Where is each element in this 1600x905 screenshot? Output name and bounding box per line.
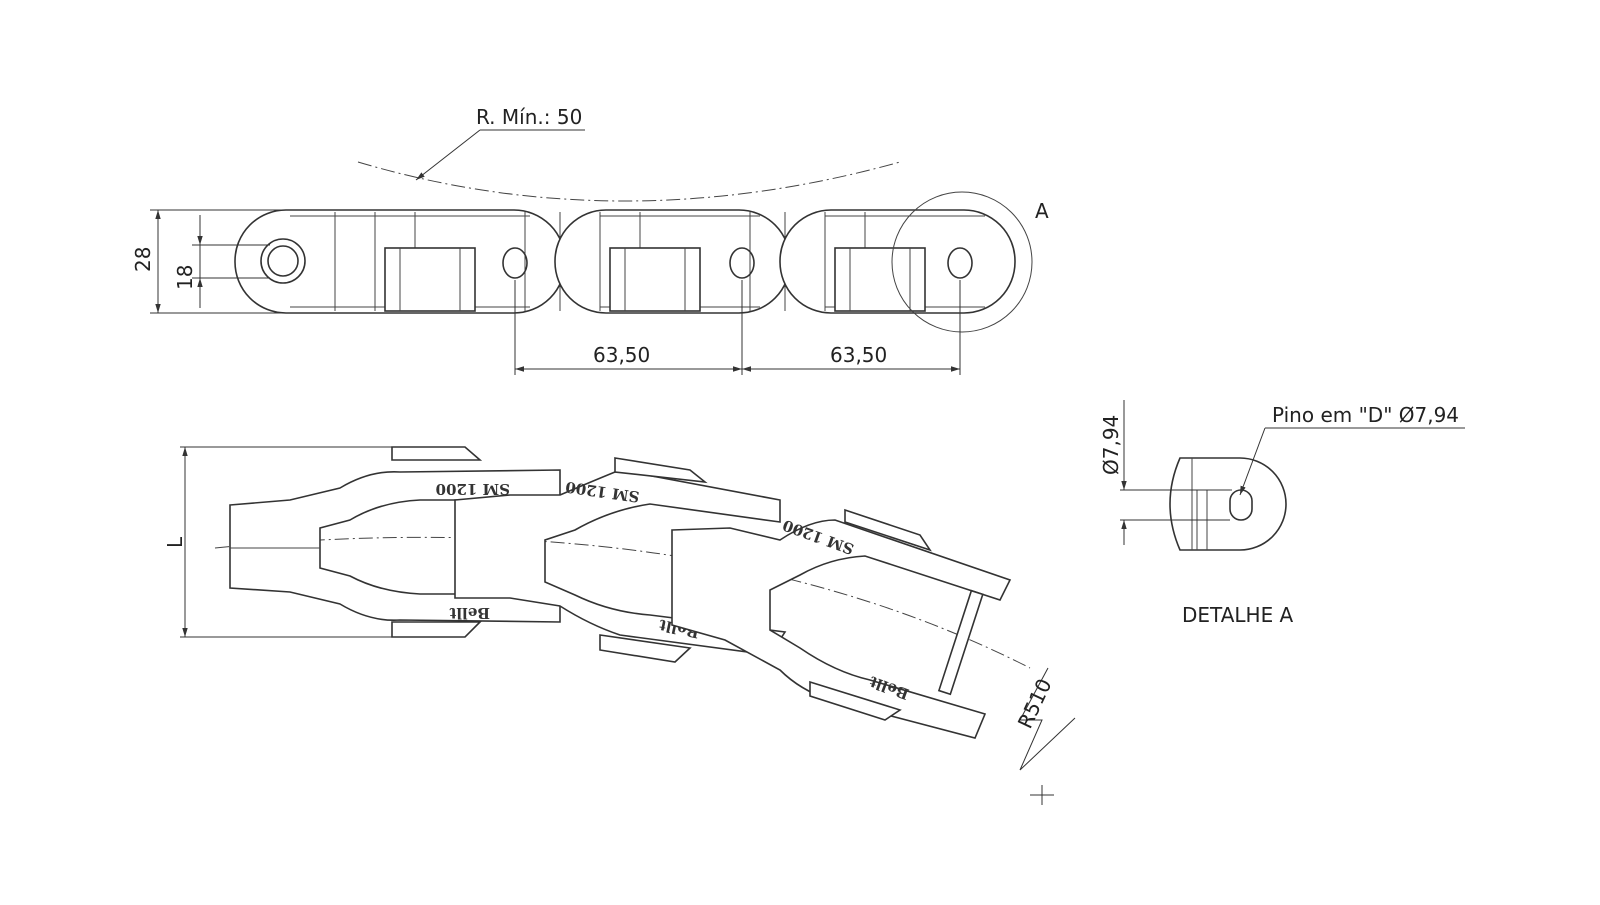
min-radius-arc — [357, 161, 901, 202]
detail-link-end — [1169, 457, 1287, 551]
detail-a-circle — [891, 191, 1033, 333]
chain-link-2 — [554, 209, 791, 314]
side-link-2: SM 1200 Bellt — [454, 457, 787, 663]
radius-leader — [415, 129, 481, 181]
height-inner-label: 18 — [173, 265, 197, 290]
pitch-2-label: 63,50 — [830, 343, 887, 367]
detail-a-view: Ø7,94 Pino em "D" Ø7,94 DETALHE A — [1099, 400, 1465, 627]
detail-marker-label: A — [1035, 199, 1049, 223]
width-l-label: L — [163, 536, 187, 548]
chain-link-3 — [779, 209, 1016, 314]
radius-min-label: R. Mín.: 50 — [476, 105, 582, 129]
chain-link-1 — [234, 209, 566, 314]
radius-r510-label: R510 — [1013, 675, 1057, 732]
pin-type-label: Pino em "D" Ø7,94 — [1272, 403, 1459, 427]
detail-diameter-label: Ø7,94 — [1099, 415, 1123, 475]
detail-title: DETALHE A — [1182, 603, 1294, 627]
side-view: L SM 1200 Bellt SM 1200 Bellt SM 1200 — [163, 446, 1076, 805]
top-view: R. Mín.: 50 — [131, 105, 1049, 375]
emboss-brand-1: Bellt — [449, 604, 490, 622]
height-outer-label: 28 — [131, 247, 155, 272]
radius-break-line — [1019, 717, 1076, 771]
side-link-3: SM 1200 Bellt — [671, 508, 1012, 739]
side-link-1: SM 1200 Bellt — [229, 446, 561, 638]
emboss-model-1: SM 1200 — [436, 480, 510, 498]
pitch-1-label: 63,50 — [593, 343, 650, 367]
chain-centerline — [214, 536, 1031, 669]
